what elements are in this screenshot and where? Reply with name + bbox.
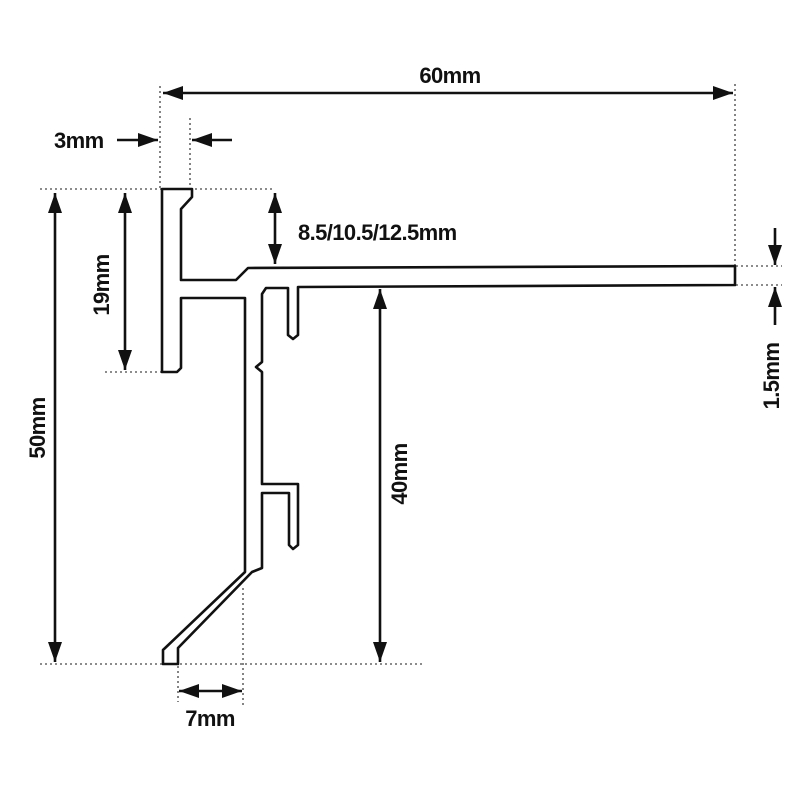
label-60mm: 60mm <box>419 63 480 88</box>
label-gap: 8.5/10.5/12.5mm <box>298 220 457 245</box>
label-3mm: 3mm <box>54 128 104 153</box>
label-40mm: 40mm <box>387 443 412 504</box>
label-1-5mm: 1.5mm <box>759 343 784 410</box>
aluminium-profile-outline <box>160 187 737 666</box>
label-19mm: 19mm <box>89 254 114 315</box>
label-50mm: 50mm <box>25 397 50 458</box>
label-7mm: 7mm <box>185 706 235 731</box>
